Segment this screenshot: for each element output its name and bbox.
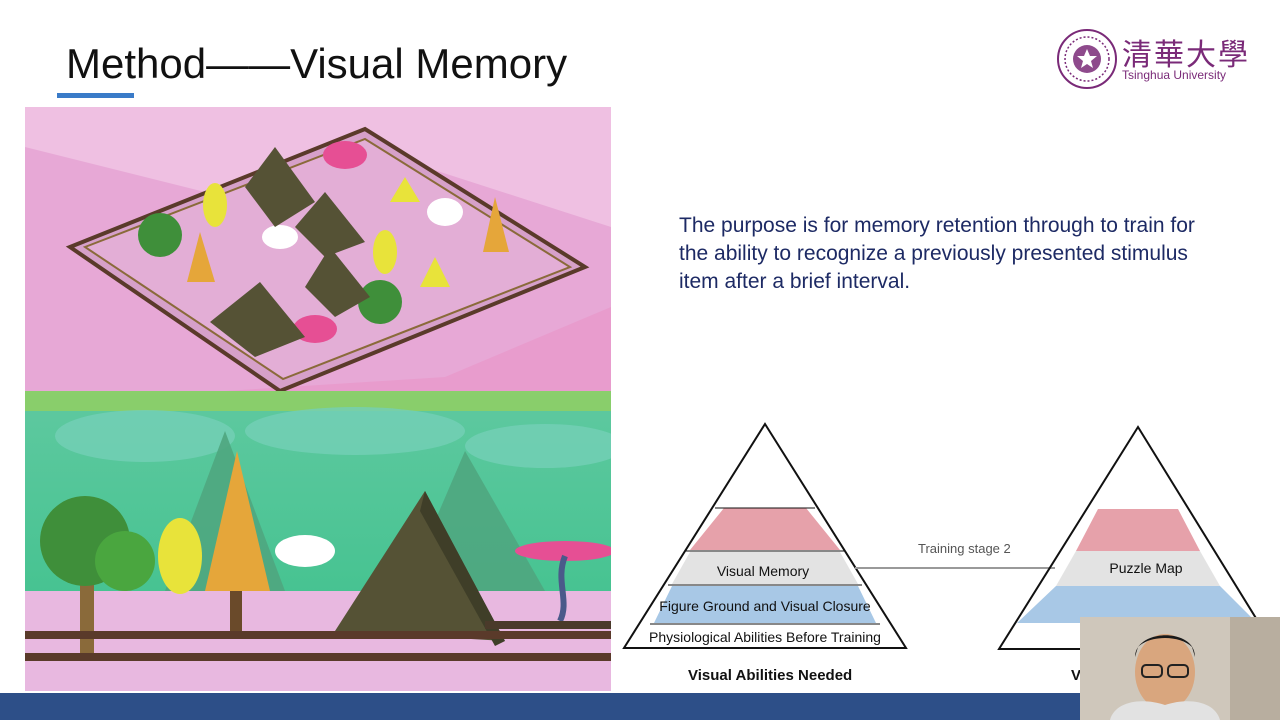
slide-title: Method——Visual Memory [66,40,568,87]
right-pyramid [997,425,1277,650]
left-pyramid-caption: Visual Abilities Needed [688,667,853,684]
footer-bar [0,693,1280,720]
right-level-puzzle-map: Puzzle Map [1109,560,1183,576]
left-level-visual-memory: Visual Memory [716,563,810,579]
training-stage-label: Training stage 2 [918,541,1011,556]
title-underline [57,93,134,98]
purpose-text: The purpose is for memory retention thro… [679,214,1195,293]
farm-isometric-image [25,107,611,391]
tsinghua-seal-icon [1057,29,1117,89]
training-connector [855,567,1055,569]
logo-english-name: Tsinghua University [1122,68,1227,82]
left-pyramid [622,422,908,649]
right-pyramid-caption: V [1071,667,1082,684]
left-level-physiological: Physiological Abilities Before Training [649,629,881,645]
farm-ground-view-image [25,391,611,691]
presenter-webcam [1080,617,1280,720]
logo-chinese-name: 清華大學 [1122,38,1250,73]
left-level-figure-ground: Figure Ground and Visual Closure [659,598,871,614]
